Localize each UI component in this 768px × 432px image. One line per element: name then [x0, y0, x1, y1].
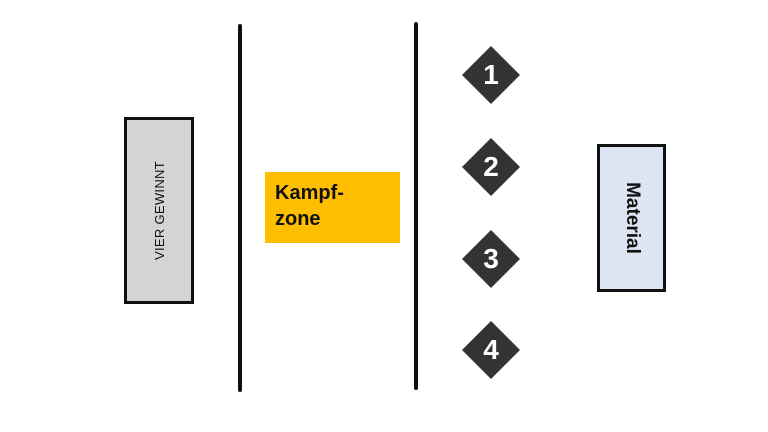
diamond-icon	[462, 46, 520, 104]
marker-4-label: 4	[483, 334, 499, 365]
diamond-icon	[462, 321, 520, 379]
vier-gewinnt-label: VIER GEWINNT	[151, 161, 167, 260]
marker-3: 3	[461, 229, 521, 289]
material-box: Material	[597, 144, 666, 292]
diamond-icon	[462, 138, 520, 196]
vier-gewinnt-box: VIER GEWINNT	[124, 117, 194, 304]
marker-1: 1	[461, 45, 521, 105]
material-label: Material	[621, 182, 643, 254]
marker-1-label: 1	[483, 59, 499, 90]
marker-2-label: 2	[483, 151, 499, 182]
divider-line-left	[238, 24, 242, 392]
marker-3-label: 3	[483, 243, 499, 274]
diamond-icon	[462, 230, 520, 288]
marker-4: 4	[461, 320, 521, 380]
marker-2: 2	[461, 137, 521, 197]
kampfzone-box: Kampf- zone	[265, 172, 400, 243]
divider-line-right	[414, 22, 418, 390]
